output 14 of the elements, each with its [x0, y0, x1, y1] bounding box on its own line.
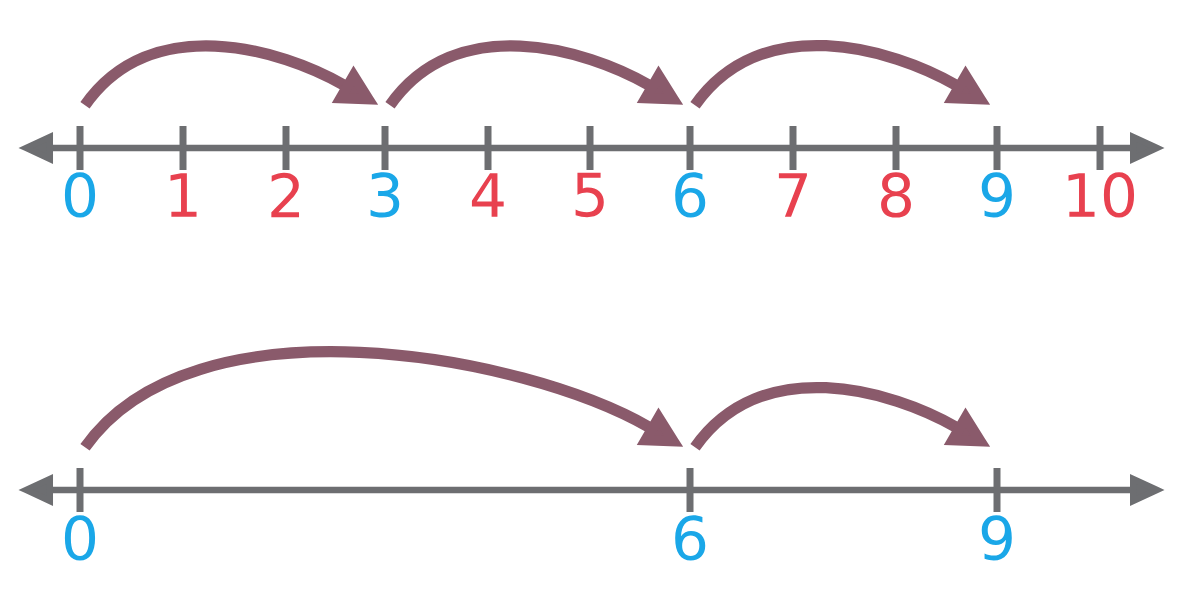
tick-label: 8 — [881, 172, 911, 218]
tick-label: 4 — [471, 173, 504, 217]
tick-label: 2 — [271, 172, 299, 218]
tick-label: 0 — [64, 515, 96, 561]
tick-label: 6 — [675, 515, 706, 561]
tick-label: 0 — [64, 172, 96, 218]
tick-label: 10 — [1068, 172, 1135, 218]
tick-label: 5 — [575, 172, 604, 218]
tick-label: 9 — [981, 515, 1012, 561]
tick-label: 7 — [778, 173, 807, 217]
tick-label: 1 — [170, 173, 197, 217]
tick-label: 9 — [981, 172, 1012, 218]
tick-label: 3 — [370, 172, 400, 218]
tick-label: 6 — [675, 172, 706, 218]
